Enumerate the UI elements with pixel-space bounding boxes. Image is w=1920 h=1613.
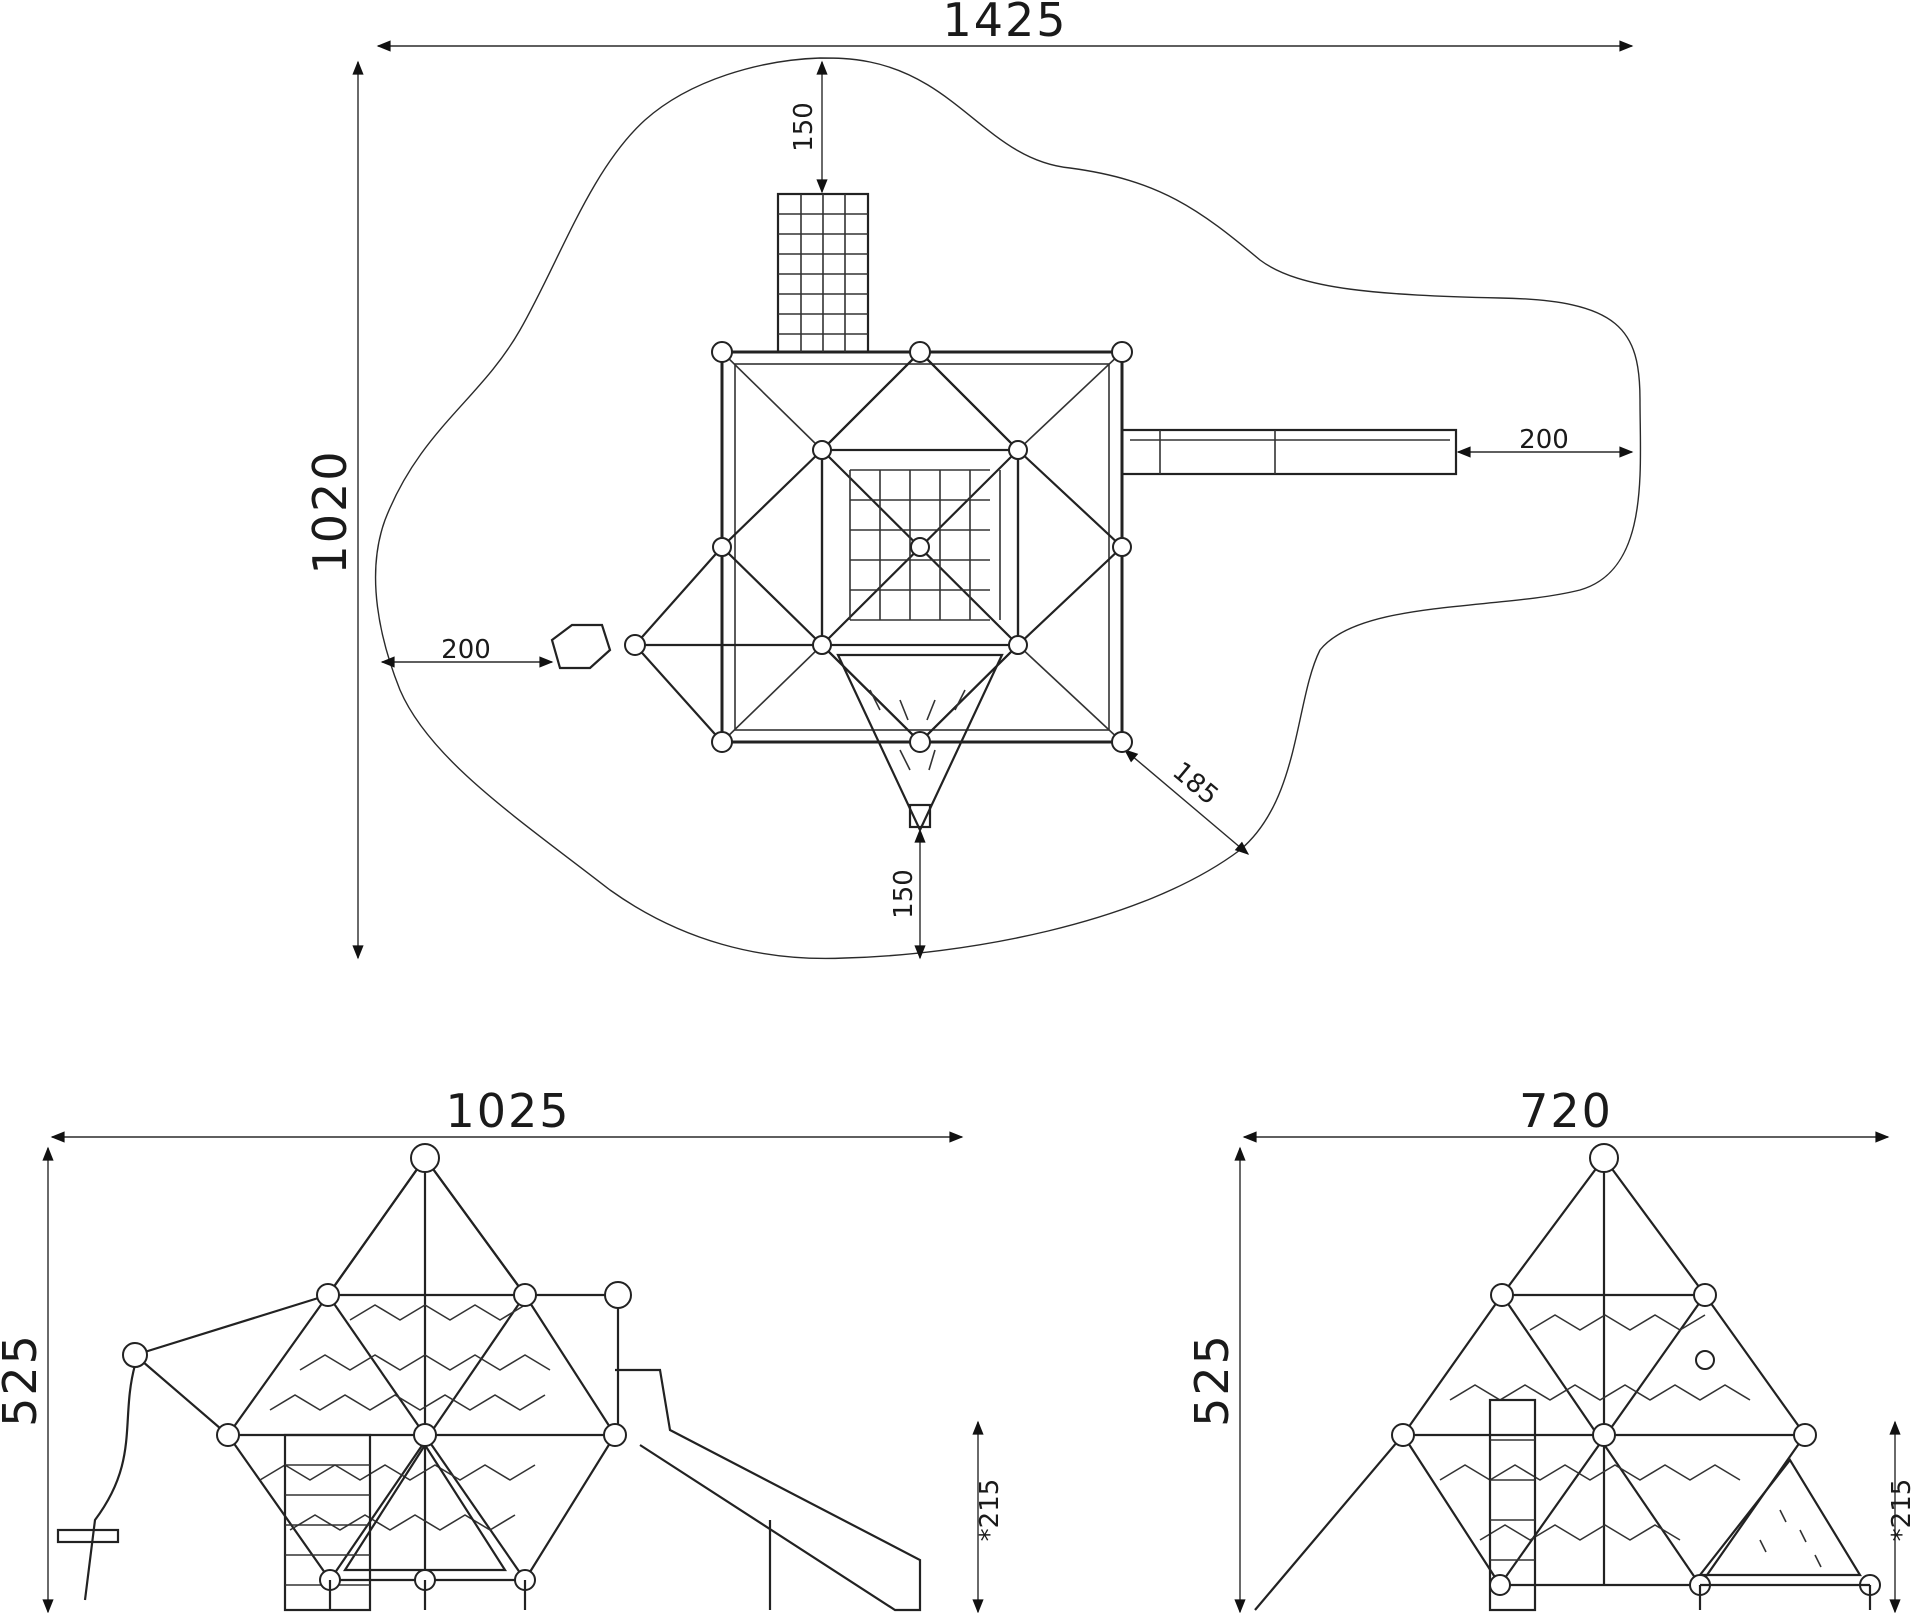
side-structure <box>1254 1143 1881 1612</box>
side-elevation: 720 525 *215 <box>1185 1084 1917 1613</box>
right-clearance-label: 200 <box>1519 425 1569 455</box>
overall-width-label: 1425 <box>942 0 1067 47</box>
top-clearance-label: 150 <box>789 102 819 152</box>
side-width-label: 720 <box>1519 1084 1613 1138</box>
plan-view: 1425 1020 150 150 200 200 185 <box>303 0 1642 960</box>
front-width-label: 1025 <box>445 1084 570 1138</box>
side-height-label: 525 <box>1185 1333 1239 1427</box>
front-structure <box>56 1143 922 1612</box>
plan-climbing-frame <box>550 192 1458 833</box>
left-clearance-label: 200 <box>441 635 491 665</box>
front-elevation: 1025 525 *215 <box>0 1084 1005 1613</box>
front-height-label: 525 <box>0 1333 47 1427</box>
bottom-clearance-label: 150 <box>889 869 919 919</box>
diagonal-clearance-label: 185 <box>1166 756 1223 811</box>
overall-depth-label: 1020 <box>303 449 357 574</box>
safety-zone-outline <box>374 57 1642 960</box>
front-platform-label: *215 <box>975 1479 1005 1542</box>
side-platform-label: *215 <box>1887 1479 1917 1542</box>
diagonal-clearance-dim-line <box>1123 749 1250 855</box>
